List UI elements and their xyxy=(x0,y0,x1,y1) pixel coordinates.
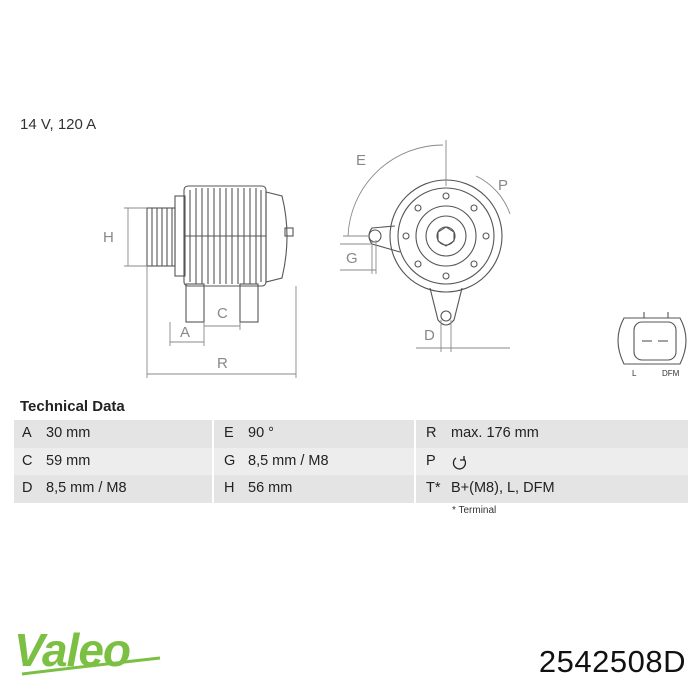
param-value: 59 mm xyxy=(46,452,91,469)
param-key: G xyxy=(224,452,236,469)
dim-label-a: A xyxy=(180,324,190,341)
column-divider xyxy=(414,420,416,448)
param-key: T* xyxy=(426,480,441,496)
column-divider xyxy=(414,447,416,475)
dim-label-c: C xyxy=(217,305,228,322)
dim-label-g: G xyxy=(346,250,358,267)
technical-data-table: A 30 mm E 90 ° R max. 176 mm C 59 mm G 8… xyxy=(14,420,688,503)
param-value: max. 176 mm xyxy=(451,425,539,441)
dim-label-h: H xyxy=(103,229,114,246)
dim-label-d: D xyxy=(424,327,435,344)
dim-label-r: R xyxy=(217,355,228,372)
valeo-logo: Valeo xyxy=(14,624,161,676)
param-key: R xyxy=(426,425,437,441)
dim-label-p: P xyxy=(498,177,508,194)
table-row: D 8,5 mm / M8 H 56 mm T* B+(M8), L, DFM xyxy=(14,475,688,503)
dim-label-e: E xyxy=(356,152,366,169)
plug-connector xyxy=(617,317,687,365)
table-row: C 59 mm G 8,5 mm / M8 P xyxy=(14,447,688,475)
param-key: C xyxy=(22,452,33,469)
technical-data-title: Technical Data xyxy=(20,398,125,415)
connector-label-dfm: DFM xyxy=(662,369,680,378)
param-value: 8,5 mm / M8 xyxy=(46,480,127,496)
connector-label-l: L xyxy=(632,369,637,378)
param-key: D xyxy=(22,480,33,496)
pulley xyxy=(146,207,176,267)
param-value: 90 ° xyxy=(248,425,274,441)
table-row: A 30 mm E 90 ° R max. 176 mm xyxy=(14,420,688,448)
param-value: 8,5 mm / M8 xyxy=(248,452,329,469)
part-number: 2542508D xyxy=(538,644,686,679)
alternator-technical-drawing: H A C R E P G D L DFM xyxy=(103,140,687,378)
param-value: 56 mm xyxy=(248,480,293,496)
column-divider xyxy=(212,420,214,448)
param-key: A xyxy=(22,425,32,441)
param-key: P xyxy=(426,452,436,469)
param-key: E xyxy=(224,425,234,441)
column-divider xyxy=(414,475,416,503)
front-housing xyxy=(389,179,503,293)
clockwise-rotation-icon xyxy=(451,454,469,470)
column-divider xyxy=(212,475,214,503)
param-key: H xyxy=(224,480,235,496)
spec-line: 14 V, 120 A xyxy=(20,116,97,133)
column-divider xyxy=(212,447,214,475)
param-value: B+(M8), L, DFM xyxy=(451,480,555,496)
terminal-footnote: * Terminal xyxy=(452,505,497,516)
param-value: 30 mm xyxy=(46,425,91,441)
